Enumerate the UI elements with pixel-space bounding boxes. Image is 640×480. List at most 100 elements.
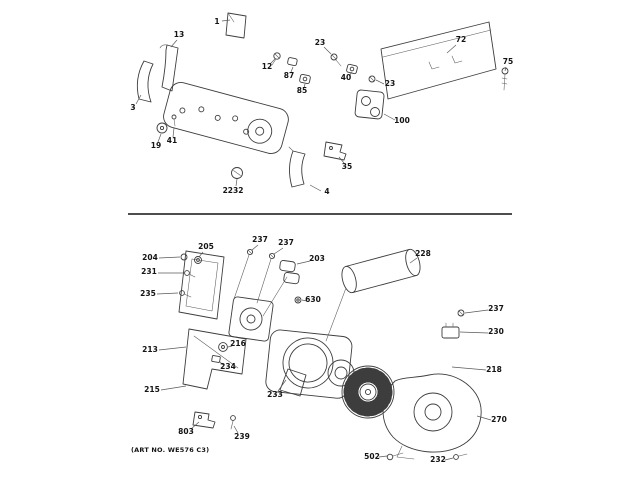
leader-line-13-1-0 xyxy=(170,39,178,48)
leader-line-233-30-0 xyxy=(277,379,287,392)
leader-line-35-15-0 xyxy=(338,156,345,164)
leader-line-803-35-0 xyxy=(190,421,200,430)
part-label-270-34: 270 xyxy=(491,415,507,424)
leader-line-23-11-0 xyxy=(375,79,385,85)
part-label-205-18: 205 xyxy=(198,242,214,251)
leader-line-237-31-0 xyxy=(464,309,489,314)
part-label-215-29: 215 xyxy=(144,385,160,394)
leader-line-40-10-0 xyxy=(348,71,353,77)
leader-line-218-33-0 xyxy=(451,366,487,371)
leader-line-72-12-0 xyxy=(446,44,457,54)
part-label-203-23: 203 xyxy=(309,254,325,263)
part-label-3-2: 3 xyxy=(130,103,135,112)
front-bulkhead-shape xyxy=(265,329,353,399)
timer-shape xyxy=(228,296,274,342)
leader-line-502-37-0 xyxy=(378,455,388,458)
part-label-234-28: 234 xyxy=(220,362,236,371)
leader-line-216-27-0 xyxy=(227,345,233,348)
leader-line-1-0-0 xyxy=(221,19,231,22)
rear-console-panel-shape xyxy=(380,21,497,100)
leader-line-205-18-0 xyxy=(198,251,204,258)
part-label-237-21: 237 xyxy=(252,235,268,244)
blower-wheel-shape xyxy=(341,365,395,419)
part-label-35-15: 35 xyxy=(342,162,352,171)
screw-23-top-shape xyxy=(330,53,342,67)
leader-line-237-22-0 xyxy=(273,247,284,255)
clip-87-shape xyxy=(287,57,298,67)
leader-line-41-4-0 xyxy=(172,127,175,138)
leader-line-3-2-0 xyxy=(135,94,142,105)
part-label-1-0: 1 xyxy=(214,17,219,26)
leader-line-235-20-0 xyxy=(156,292,179,295)
bracket-35-shape xyxy=(323,141,347,161)
heater-duct-228-shape xyxy=(341,248,421,294)
leader-line-234-28-0 xyxy=(218,360,224,366)
screw-237-left-shape xyxy=(233,248,254,300)
part-label-233-30: 233 xyxy=(267,390,283,399)
part-label-41-4: 41 xyxy=(167,136,177,145)
leader-line-12-6-0 xyxy=(269,58,276,65)
clip-85-shape xyxy=(299,73,311,85)
knob-19-shape xyxy=(156,122,168,134)
leader-line-270-34-0 xyxy=(476,415,492,421)
part-label-630-25: 630 xyxy=(305,295,321,304)
screw-239-shape xyxy=(230,415,236,430)
console-trim-left-shape xyxy=(136,60,154,103)
screw-237-right-shape xyxy=(457,309,465,317)
screw-75-shape xyxy=(501,67,509,91)
part-234-shape xyxy=(211,355,221,363)
screw-235-shape xyxy=(179,290,192,298)
part-label-213-26: 213 xyxy=(142,345,158,354)
part-label-232-38: 232 xyxy=(430,455,446,464)
part-label-75-13: 75 xyxy=(503,57,513,66)
part-label-218-33: 218 xyxy=(486,365,502,374)
leader-line-237-21-0 xyxy=(251,244,259,251)
leader-line-213-26-0 xyxy=(158,346,187,351)
leader-line-75-13-0 xyxy=(504,66,507,72)
leader-line-19-3-0 xyxy=(157,133,162,143)
part-label-237-31: 237 xyxy=(488,304,504,313)
control-panel-shape xyxy=(163,82,289,154)
part-label-12-6: 12 xyxy=(262,62,272,71)
part-label-228-24: 228 xyxy=(415,249,431,258)
screw-237-middle-shape xyxy=(256,252,276,304)
idler-216-shape xyxy=(218,342,228,352)
leader-line-4-16-0 xyxy=(309,184,322,192)
screw-502-shape xyxy=(386,452,404,461)
part-label-23-11: 23 xyxy=(385,79,395,88)
leader-line-203-23-0 xyxy=(296,260,311,265)
part-label-502-37: 502 xyxy=(364,452,380,461)
junction-box-100-shape xyxy=(354,89,385,120)
leader-line-228-24-0 xyxy=(409,257,418,264)
grommet-205-shape xyxy=(194,256,202,264)
leader-line-23-9-0 xyxy=(323,46,332,55)
bracket-803-shape xyxy=(192,411,216,429)
console-end-bracket-right-shape xyxy=(288,146,306,188)
leader-line-215-29-0 xyxy=(160,385,187,391)
part-label-40-10: 40 xyxy=(341,73,351,82)
leader-line-204-17-0 xyxy=(158,256,181,259)
leader-line-630-25-0 xyxy=(301,299,308,302)
grommet-630-shape xyxy=(294,296,302,304)
screw-231-shape xyxy=(184,270,196,278)
knob-2232-shape xyxy=(231,167,243,179)
part-label-803-35: 803 xyxy=(178,427,194,436)
leader-line-87-7-0 xyxy=(290,66,294,73)
timer-bracket-shape xyxy=(178,250,225,320)
leader-line-239-36-0 xyxy=(233,425,239,434)
screw-232-shape xyxy=(453,453,468,460)
leader-line-232-38-0 xyxy=(444,457,454,461)
thermostat-230-shape xyxy=(441,322,460,339)
leader-line-100-14-0 xyxy=(383,113,396,121)
part-label-19-3: 19 xyxy=(151,141,161,150)
leader-line-2232-5-0 xyxy=(235,178,238,187)
inlet-cone-233-shape xyxy=(279,368,307,397)
part-label-85-8: 85 xyxy=(297,86,307,95)
assembly-line-heater xyxy=(325,287,347,342)
part-label-72-12: 72 xyxy=(456,35,466,44)
backsplash-section xyxy=(136,12,509,188)
thermostat-203-shape xyxy=(262,260,300,317)
motor-blower-section xyxy=(178,248,482,461)
part-label-204-17: 204 xyxy=(142,253,158,262)
